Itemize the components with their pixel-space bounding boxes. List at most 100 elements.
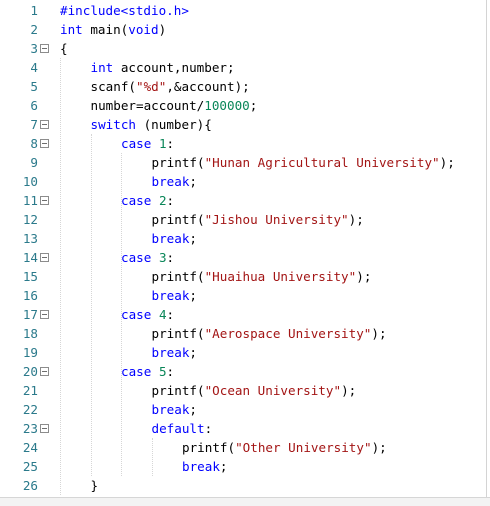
code-token: main(: [82, 22, 129, 37]
code-token: break: [151, 288, 190, 303]
line-number: 9: [30, 155, 38, 170]
code-line[interactable]: 3{: [0, 39, 486, 58]
code-token: ;: [249, 98, 258, 113]
code-token: );: [356, 269, 372, 284]
code-token: }: [90, 478, 99, 493]
code-line[interactable]: 5 scanf("%d",&account);: [0, 77, 486, 96]
code-text: case 2:: [121, 191, 174, 210]
code-token: ;: [189, 402, 198, 417]
line-number: 10: [22, 174, 38, 189]
indent-guide: [91, 134, 93, 476]
code-text: scanf("%d",&account);: [91, 77, 250, 96]
code-token: "Huaihua University": [204, 269, 357, 284]
line-number: 14: [22, 250, 38, 265]
line-number: 22: [22, 402, 38, 417]
code-line[interactable]: 23 default:: [0, 419, 486, 438]
line-number: 17: [22, 307, 38, 322]
code-text: }: [91, 476, 99, 495]
code-token: );: [439, 155, 455, 170]
code-token: 100000: [204, 98, 250, 113]
code-token: void: [128, 22, 159, 37]
code-line[interactable]: 1#include<stdio.h>: [0, 1, 486, 20]
code-line[interactable]: 10 break;: [0, 172, 486, 191]
horizontal-scrollbar[interactable]: [0, 497, 490, 506]
line-number: 19: [22, 345, 38, 360]
fold-toggle-icon[interactable]: [40, 120, 49, 129]
fold-toggle-icon[interactable]: [40, 424, 49, 433]
code-token: #include<stdio.h>: [60, 3, 189, 18]
line-number: 5: [30, 79, 38, 94]
code-line[interactable]: 18 printf("Aerospace University");: [0, 324, 486, 343]
code-text: break;: [152, 172, 198, 191]
code-token: int: [90, 60, 114, 75]
fold-toggle-icon[interactable]: [40, 196, 49, 205]
code-token: :: [166, 136, 175, 151]
code-text: printf("Huaihua University");: [152, 267, 372, 286]
code-token: "Ocean University": [204, 383, 342, 398]
code-token: case: [121, 193, 152, 208]
code-line[interactable]: 26}: [0, 476, 486, 495]
code-token: [151, 364, 159, 379]
code-token: );: [371, 440, 387, 455]
indent-guide: [152, 438, 154, 476]
line-number: 11: [22, 193, 38, 208]
line-number: 25: [22, 459, 38, 474]
code-token: [151, 136, 159, 151]
code-text: number=account/100000;: [91, 96, 258, 115]
code-token: case: [121, 136, 152, 151]
indent-guide: [60, 58, 62, 495]
fold-toggle-icon[interactable]: [40, 253, 49, 262]
line-number: 13: [22, 231, 38, 246]
code-token: );: [348, 212, 364, 227]
code-text: break;: [152, 286, 198, 305]
code-token: break: [151, 174, 190, 189]
code-token: "Hunan Agricultural University": [204, 155, 440, 170]
code-token: 2: [158, 193, 167, 208]
code-token: ;: [189, 345, 198, 360]
code-token: printf(: [151, 155, 205, 170]
code-text: printf("Hunan Agricultural University");: [152, 153, 455, 172]
line-number: 18: [22, 326, 38, 341]
code-token: int: [60, 22, 83, 37]
code-text: default:: [152, 419, 213, 438]
code-token: default: [151, 421, 205, 436]
code-line[interactable]: 22 break;: [0, 400, 486, 419]
code-token: switch: [90, 117, 137, 132]
code-token: break: [151, 402, 190, 417]
fold-toggle-icon[interactable]: [40, 310, 49, 319]
line-number: 23: [22, 421, 38, 436]
line-number: 8: [30, 136, 38, 151]
code-text: printf("Ocean University");: [152, 381, 357, 400]
code-token: 5: [158, 364, 167, 379]
line-number: 24: [22, 440, 38, 455]
line-number: 20: [22, 364, 38, 379]
fold-toggle-icon[interactable]: [40, 139, 49, 148]
code-text: int account,number;: [91, 58, 235, 77]
code-token: account,number;: [113, 60, 235, 75]
fold-toggle-icon[interactable]: [40, 367, 49, 376]
code-token: [151, 193, 159, 208]
code-text: break;: [152, 400, 198, 419]
code-token: break: [182, 459, 220, 474]
code-line[interactable]: 11 case 2:: [0, 191, 486, 210]
fold-toggle-icon[interactable]: [40, 44, 49, 53]
code-text: printf("Aerospace University");: [152, 324, 387, 343]
code-line[interactable]: 9 printf("Hunan Agricultural University")…: [0, 153, 486, 172]
